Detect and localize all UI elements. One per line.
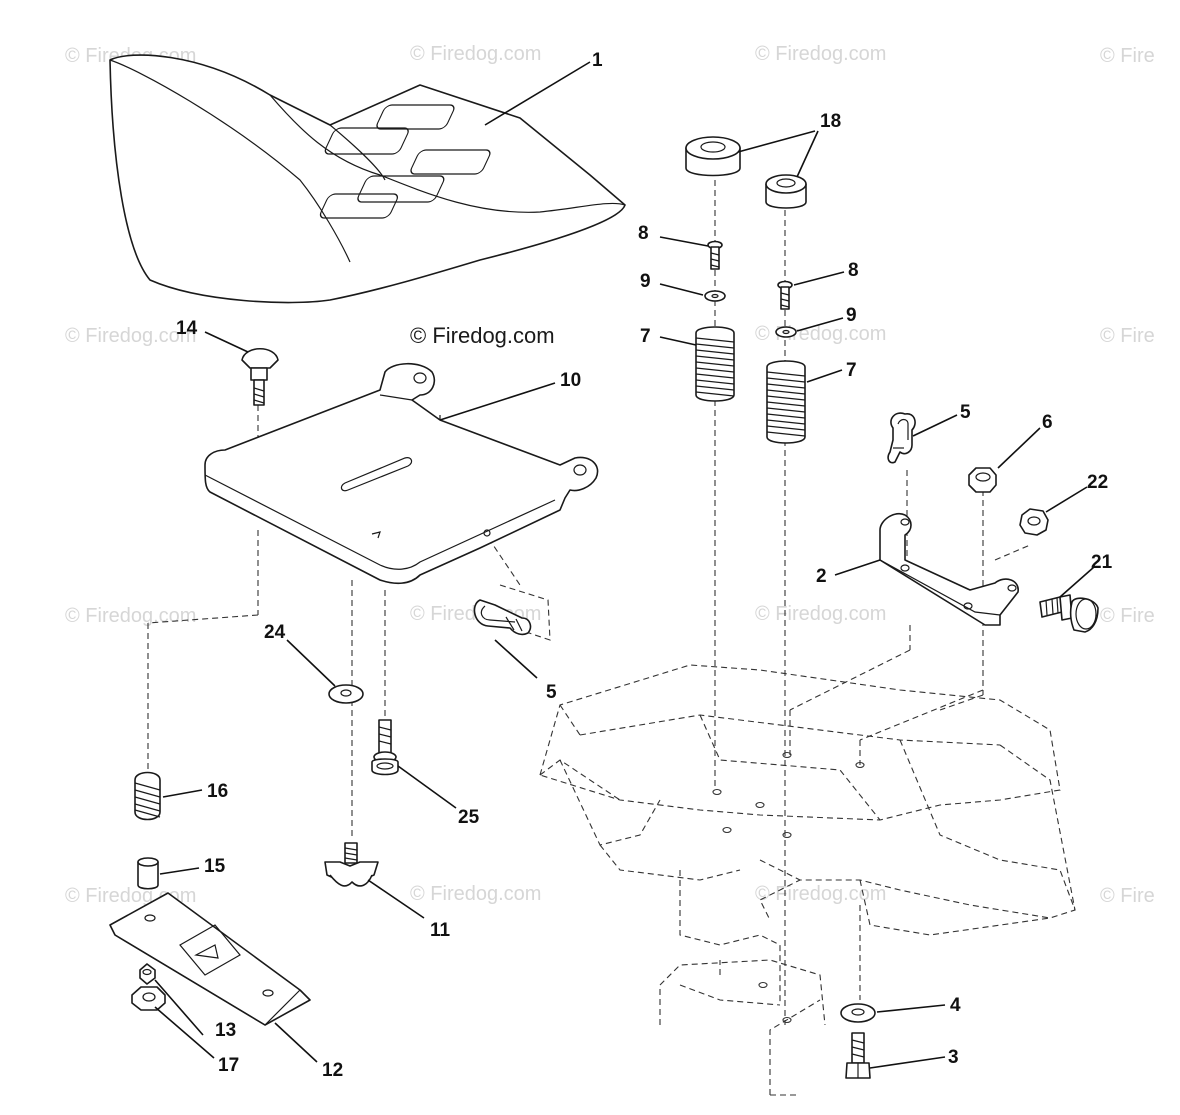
callout-label: 5 <box>960 402 971 423</box>
callout-label: 3 <box>948 1047 959 1068</box>
callout-label: 2 <box>816 566 827 587</box>
shoulder-bolt <box>371 719 399 776</box>
watermark: © Firedog.com <box>755 883 886 905</box>
washer <box>840 1003 876 1023</box>
spring <box>134 771 161 821</box>
bumper <box>685 136 741 177</box>
bumper <box>765 174 807 209</box>
knob <box>324 842 379 887</box>
watermark: © Firedog.com <box>65 605 196 627</box>
callout-label: 6 <box>1042 412 1053 433</box>
callout-label: 21 <box>1091 552 1113 573</box>
spring <box>695 326 735 402</box>
copyright-text: © Firedog.com <box>410 323 555 348</box>
callout-label: 22 <box>1087 472 1108 493</box>
watermark: © Fire <box>1100 325 1155 347</box>
callout-label: 1 <box>592 50 603 71</box>
leader-lines <box>154 61 1095 1069</box>
callout-label: 8 <box>848 260 859 281</box>
watermark: © Firedog.com <box>755 603 886 625</box>
clip <box>887 412 916 464</box>
callout-label: 8 <box>638 223 649 244</box>
lock-nut <box>131 986 166 1011</box>
callout-label: 9 <box>640 271 651 292</box>
clip <box>473 599 532 636</box>
washer <box>775 326 797 338</box>
screw <box>777 280 793 310</box>
bracket <box>879 512 1019 626</box>
screw <box>707 240 723 270</box>
callout-label: 16 <box>207 781 228 802</box>
washer <box>704 290 726 302</box>
carriage-bolt <box>241 347 279 406</box>
assembly-lines <box>147 170 1031 1025</box>
seat <box>109 54 626 304</box>
callout-label: 15 <box>204 856 226 877</box>
callout-label: 25 <box>458 807 480 828</box>
callout-label: 18 <box>820 111 841 132</box>
watermark: © Firedog.com <box>410 883 541 905</box>
watermark: © Fire <box>1100 605 1155 627</box>
callout-label: 11 <box>430 920 451 941</box>
callout-label: 7 <box>640 326 651 347</box>
watermark: © Fire <box>1100 45 1155 67</box>
watermark: © Firedog.com <box>755 323 886 345</box>
callout-label: 24 <box>264 622 286 643</box>
callout-label: 14 <box>176 318 198 339</box>
callout-label: 5 <box>546 682 557 703</box>
callout-label: 17 <box>218 1055 239 1076</box>
washer <box>328 684 364 704</box>
watermark: © Firedog.com <box>755 43 886 65</box>
nut <box>139 963 156 985</box>
chassis-outline <box>539 664 1076 1096</box>
callout-label: 9 <box>846 305 857 326</box>
spring <box>766 360 806 444</box>
callout-label: 12 <box>322 1060 343 1081</box>
callout-label: 10 <box>560 370 581 391</box>
callout-label: 13 <box>215 1020 236 1041</box>
callout-labels: 1 10 14 5 24 25 16 15 11 13 17 12 18 8 8… <box>176 50 1113 1081</box>
bolt <box>845 1032 871 1079</box>
nut <box>1019 508 1049 536</box>
slide-plate <box>109 892 311 1026</box>
watermark: © Firedog.com <box>65 325 196 347</box>
callout-label: 7 <box>846 360 857 381</box>
seat-pan <box>204 362 599 585</box>
nut <box>968 467 997 493</box>
callout-label: 4 <box>950 995 961 1016</box>
watermark: © Firedog.com <box>410 43 541 65</box>
spacer <box>137 857 159 890</box>
watermark: © Fire <box>1100 885 1155 907</box>
bolt <box>1039 594 1099 633</box>
